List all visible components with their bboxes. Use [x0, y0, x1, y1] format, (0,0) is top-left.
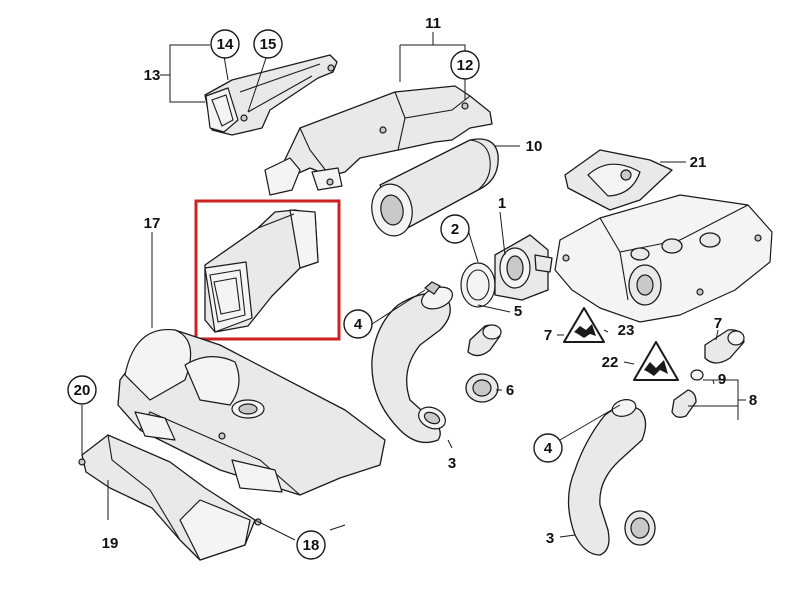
callout-label-17: 17: [144, 215, 161, 232]
callout-label-15: 15: [260, 36, 277, 53]
small-hose-grommet-part: [465, 324, 502, 403]
callout-label-3-right: 3: [546, 530, 554, 547]
callout-label-4-left: 4: [354, 316, 363, 333]
small-fittings-part: [671, 329, 745, 418]
highlight-box: [194, 199, 341, 341]
callout-label-7-left: 7: [544, 327, 552, 344]
callout-circle-15: [253, 29, 283, 59]
upper-air-duct-part: [264, 85, 493, 196]
warning-label-23: [563, 307, 605, 343]
callout-label-11: 11: [425, 15, 441, 32]
callout-circle-12: [450, 50, 480, 80]
callout-label-18: 18: [303, 537, 320, 554]
callout-circle-18: [296, 530, 326, 560]
intake-boot-hose-part: [371, 281, 454, 444]
lower-intake-duct-part: [78, 434, 262, 561]
callout-label-1: 1: [498, 195, 506, 212]
callout-circle-4-left: [343, 309, 373, 339]
callout-label-20: 20: [74, 382, 91, 399]
intake-duct-part: [204, 209, 319, 333]
callout-label-7-right: 7: [714, 315, 722, 332]
right-intake-hose-part: [567, 399, 656, 556]
callout-circle-2: [440, 214, 470, 244]
callout-label-2: 2: [451, 221, 459, 238]
callout-label-19: 19: [102, 535, 119, 552]
callout-label-9: 9: [718, 371, 726, 388]
callout-label-8: 8: [749, 392, 757, 409]
air-filter-element-part: [371, 138, 499, 237]
valve-cover-part: [554, 194, 773, 323]
callout-label-22: 22: [602, 354, 619, 371]
leader-lines: [81, 32, 746, 541]
callout-label-13: 13: [144, 67, 161, 84]
callout-label-21: 21: [690, 154, 707, 171]
warning-label-22: [633, 341, 679, 381]
callout-label-10: 10: [526, 138, 543, 155]
callout-label-6: 6: [506, 382, 514, 399]
mass-air-flow-sensor-part: [460, 234, 553, 308]
callout-circle-14: [210, 29, 240, 59]
callout-label-3-center: 3: [448, 455, 456, 472]
intake-silencer-housing-part: [117, 328, 386, 496]
callout-circle-20: [67, 375, 97, 405]
intake-snorkel-part: [204, 54, 338, 136]
callout-circle-4-right: [533, 433, 563, 463]
callout-label-23: 23: [618, 322, 635, 339]
top-bracket-part: [564, 149, 673, 211]
callout-label-14: 14: [217, 36, 234, 53]
callout-label-4-right: 4: [544, 440, 553, 457]
callout-label-12: 12: [457, 57, 474, 74]
callout-label-5: 5: [514, 303, 522, 320]
callouts: 14 15 13 11 12 10 21 1 2 17 5 4 7 23 7 2…: [67, 15, 757, 560]
